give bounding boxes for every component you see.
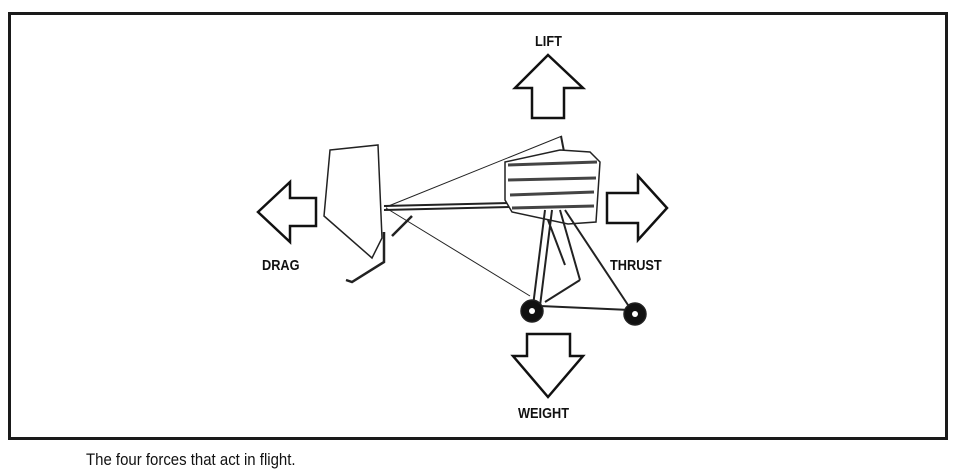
- thrust-label: THRUST: [610, 257, 662, 274]
- lift-label: LIFT: [535, 33, 562, 50]
- drag-arrow: [256, 179, 318, 245]
- drag-label: DRAG: [262, 257, 300, 274]
- ultralight-aircraft: [323, 135, 647, 326]
- thrust-arrow: [605, 172, 669, 244]
- figure-caption: The four forces that act in flight.: [86, 450, 296, 469]
- lift-arrow: [511, 53, 587, 120]
- weight-arrow: [510, 332, 586, 399]
- weight-label: WEIGHT: [518, 405, 569, 422]
- figure-frame: [8, 12, 948, 440]
